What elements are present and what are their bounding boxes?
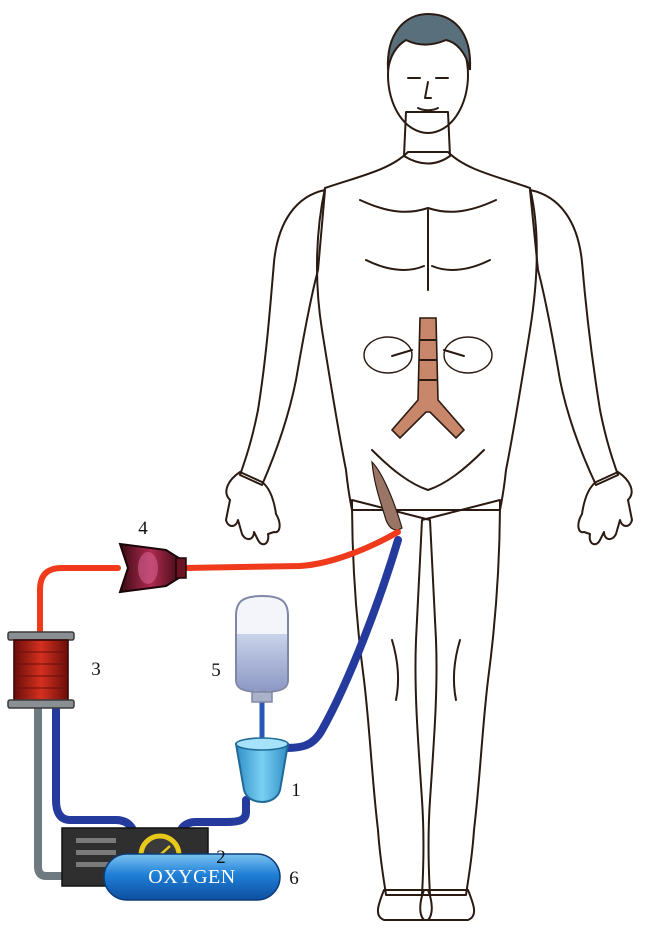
left-hand: [578, 472, 632, 544]
left-arm: [530, 190, 618, 485]
arterial-tube-return: [184, 532, 398, 568]
arterial-tube-top: [40, 568, 118, 640]
oxygenator: [8, 632, 74, 708]
neck: [404, 112, 450, 164]
label-heater-unit: 2: [216, 847, 226, 868]
heater-to-oxygenator-tube: [56, 702, 136, 846]
oxygen-tank-label: OXYGEN: [148, 866, 235, 888]
label-filter: 4: [138, 518, 148, 539]
label-oxygenator: 3: [91, 659, 101, 680]
blood-pump: [236, 738, 288, 802]
circuit-tubing: [38, 532, 398, 876]
label-reservoir: 5: [211, 660, 221, 681]
oxygen-tank: OXYGEN: [104, 854, 280, 900]
fluid-reservoir: [236, 596, 288, 702]
abdominal-vessels: [364, 318, 492, 438]
right-hand: [226, 472, 280, 544]
hair: [388, 14, 470, 70]
venous-tube: [272, 540, 398, 752]
reservoir-fluid: [237, 634, 287, 691]
label-pump: 1: [291, 780, 301, 801]
arterial-filter: [120, 544, 186, 592]
label-oxygen-tank: 6: [289, 868, 299, 889]
right-arm: [240, 190, 325, 485]
human-figure: [226, 14, 632, 920]
